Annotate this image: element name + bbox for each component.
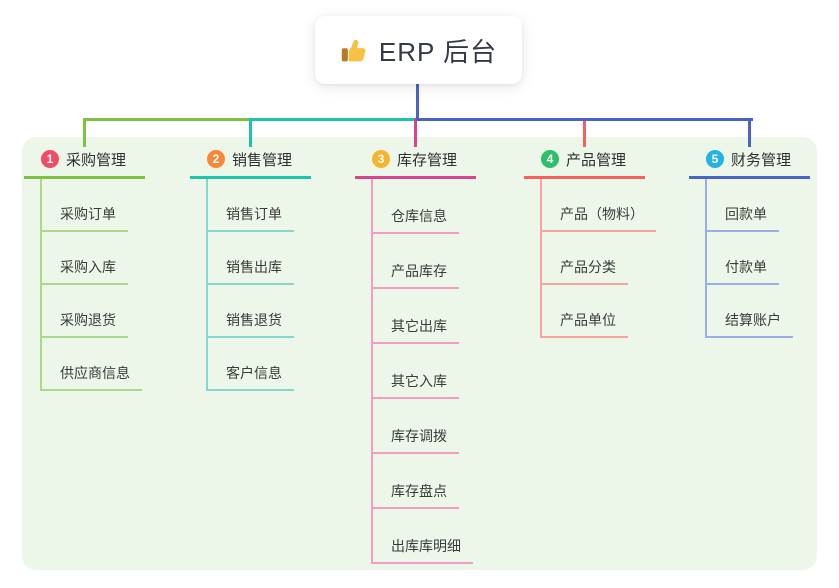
child-node[interactable]: 其它出库 bbox=[373, 289, 459, 344]
root-title: ERP 后台 bbox=[378, 36, 498, 67]
branch-children: 回款单 付款单 结算账户 bbox=[705, 179, 810, 338]
branches-panel bbox=[22, 137, 817, 570]
child-label: 付款单 bbox=[725, 259, 767, 275]
branch-number-badge: 5 bbox=[706, 150, 724, 168]
child-node[interactable]: 付款单 bbox=[707, 232, 779, 285]
branch-header[interactable]: 3 库存管理 bbox=[355, 148, 476, 179]
branch-header[interactable]: 5 财务管理 bbox=[689, 148, 810, 179]
branch-label: 采购管理 bbox=[66, 151, 127, 169]
child-node[interactable]: 产品（物料） bbox=[542, 179, 656, 232]
branch-connector-v-5 bbox=[748, 118, 751, 147]
child-node[interactable]: 采购退货 bbox=[42, 285, 128, 338]
child-label: 销售退货 bbox=[226, 312, 282, 328]
child-node[interactable]: 仓库信息 bbox=[373, 179, 459, 234]
child-node[interactable]: 结算账户 bbox=[707, 285, 793, 338]
child-node[interactable]: 产品单位 bbox=[542, 285, 628, 338]
child-node[interactable]: 销售退货 bbox=[208, 285, 294, 338]
branch-connector-v-3 bbox=[414, 118, 417, 147]
child-node[interactable]: 出库库明细 bbox=[373, 509, 473, 564]
branch-number-badge: 3 bbox=[372, 150, 390, 168]
branch-children: 仓库信息 产品库存 其它出库 其它入库 库存调拨 库存盘点 出库库明细 bbox=[371, 179, 476, 564]
branch-label: 产品管理 bbox=[566, 151, 627, 169]
root-connector bbox=[416, 84, 419, 118]
branch-header[interactable]: 1 采购管理 bbox=[24, 148, 145, 179]
child-node[interactable]: 供应商信息 bbox=[42, 338, 142, 391]
child-label: 回款单 bbox=[725, 206, 767, 222]
branch-3: 3 库存管理 仓库信息 产品库存 其它出库 其它入库 库存调拨 库存盘点 出库库… bbox=[355, 148, 476, 564]
child-node[interactable]: 回款单 bbox=[707, 179, 779, 232]
branch-number-badge: 1 bbox=[41, 150, 59, 168]
branch-header[interactable]: 2 销售管理 bbox=[190, 148, 311, 179]
child-label: 产品库存 bbox=[391, 263, 447, 279]
child-label: 仓库信息 bbox=[391, 208, 447, 224]
child-node[interactable]: 产品分类 bbox=[542, 232, 628, 285]
branch-label: 财务管理 bbox=[731, 151, 792, 169]
child-node[interactable]: 采购入库 bbox=[42, 232, 128, 285]
child-node[interactable]: 采购订单 bbox=[42, 179, 128, 232]
branch-connector-v-2 bbox=[249, 118, 252, 147]
branch-5: 5 财务管理 回款单 付款单 结算账户 bbox=[689, 148, 810, 338]
child-label: 产品单位 bbox=[560, 312, 616, 328]
branch-children: 产品（物料） 产品分类 产品单位 bbox=[540, 179, 656, 338]
child-label: 产品分类 bbox=[560, 259, 616, 275]
branch-header[interactable]: 4 产品管理 bbox=[524, 148, 645, 179]
branch-number-badge: 2 bbox=[207, 150, 225, 168]
child-label: 库存调拨 bbox=[391, 428, 447, 444]
branch-children: 采购订单 采购入库 采购退货 供应商信息 bbox=[40, 179, 145, 391]
child-node[interactable]: 客户信息 bbox=[208, 338, 294, 391]
child-label: 供应商信息 bbox=[60, 365, 130, 381]
branch-number-badge: 4 bbox=[541, 150, 559, 168]
child-label: 客户信息 bbox=[226, 365, 282, 381]
child-label: 产品（物料） bbox=[560, 206, 644, 222]
child-label: 其它出库 bbox=[391, 318, 447, 334]
branch-label: 销售管理 bbox=[232, 151, 293, 169]
branch-connector-v-4 bbox=[583, 118, 586, 147]
child-node[interactable]: 其它入库 bbox=[373, 344, 459, 399]
child-label: 采购订单 bbox=[60, 206, 116, 222]
child-label: 其它入库 bbox=[391, 373, 447, 389]
child-label: 结算账户 bbox=[725, 312, 781, 328]
child-node[interactable]: 库存盘点 bbox=[373, 454, 459, 509]
branch-4: 4 产品管理 产品（物料） 产品分类 产品单位 bbox=[524, 148, 656, 338]
child-node[interactable]: 库存调拨 bbox=[373, 399, 459, 454]
branch-1: 1 采购管理 采购订单 采购入库 采购退货 供应商信息 bbox=[24, 148, 145, 391]
child-label: 采购退货 bbox=[60, 312, 116, 328]
child-label: 销售订单 bbox=[226, 206, 282, 222]
branch-children: 销售订单 销售出库 销售退货 客户信息 bbox=[206, 179, 311, 391]
branch-connector-h-5 bbox=[416, 118, 753, 121]
child-label: 采购入库 bbox=[60, 259, 116, 275]
branch-connector-h-2 bbox=[250, 118, 419, 121]
child-label: 出库库明细 bbox=[391, 538, 461, 554]
child-label: 销售出库 bbox=[226, 259, 282, 275]
child-node[interactable]: 销售出库 bbox=[208, 232, 294, 285]
branch-2: 2 销售管理 销售订单 销售出库 销售退货 客户信息 bbox=[190, 148, 311, 391]
root-node[interactable]: ERP 后台 bbox=[315, 16, 522, 84]
child-label: 库存盘点 bbox=[391, 483, 447, 499]
child-node[interactable]: 产品库存 bbox=[373, 234, 459, 289]
thumbs-up-icon bbox=[340, 36, 368, 64]
branch-label: 库存管理 bbox=[397, 151, 458, 169]
branch-connector-v-1 bbox=[83, 118, 86, 147]
child-node[interactable]: 销售订单 bbox=[208, 179, 294, 232]
